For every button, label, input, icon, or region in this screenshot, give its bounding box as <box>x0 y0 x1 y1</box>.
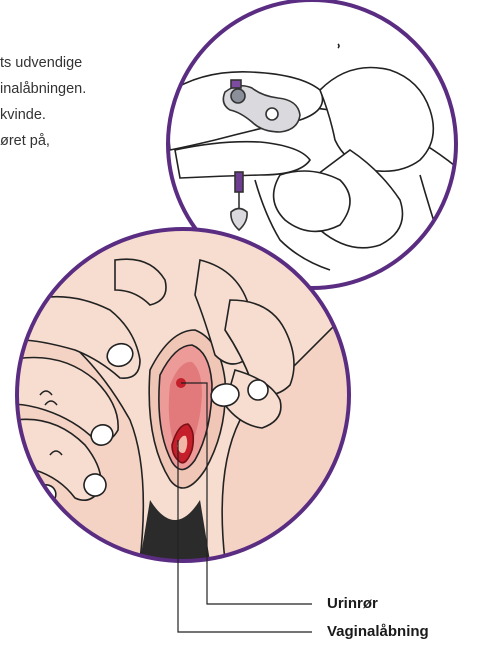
urethra-label: Urinrør <box>327 595 378 612</box>
vaginal-opening-label: Vaginalåbning <box>327 623 429 640</box>
